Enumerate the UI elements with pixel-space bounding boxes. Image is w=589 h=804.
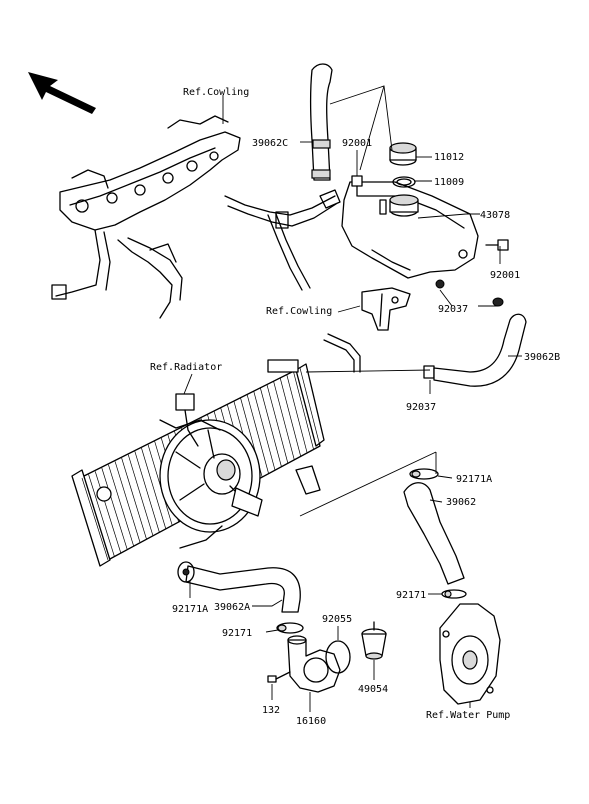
clamp-92171A-right	[409, 468, 439, 480]
cap-seal-ring	[392, 176, 416, 188]
reservoir-cap	[389, 142, 417, 166]
front-direction-arrow	[28, 72, 96, 114]
label-39062A: 39062A	[214, 602, 250, 613]
label-92037-lower: 92037	[406, 402, 436, 413]
clamp-92037-upper	[435, 279, 504, 307]
fan-wire-connector	[175, 393, 199, 447]
bolt-92001-right	[485, 239, 509, 251]
leader-lines	[183, 85, 522, 712]
label-39062B: 39062B	[524, 352, 560, 363]
label-92171-left: 92171	[222, 628, 252, 639]
water-pump-cover	[439, 603, 501, 705]
thermostat-housing	[287, 635, 341, 693]
label-ref-cowling-top: Ref.Cowling	[183, 87, 249, 98]
radiator-fan	[159, 419, 263, 549]
label-132: 132	[262, 705, 280, 716]
label-49054: 49054	[358, 684, 388, 695]
clamp-92171-left	[276, 622, 304, 634]
breather-pipe	[323, 333, 361, 373]
bolt-132	[267, 671, 291, 683]
label-92171A-left: 92171A	[172, 604, 208, 615]
label-92171-right: 92171	[396, 590, 426, 601]
label-ref-cowling-mid: Ref.Cowling	[266, 306, 332, 317]
tank-bracket	[361, 287, 411, 331]
o-ring-92055	[325, 640, 351, 674]
label-92171A-right: 92171A	[456, 474, 492, 485]
label-92037-upper: 92037	[438, 304, 468, 315]
hose-39062A	[185, 565, 301, 613]
label-92001-top: 92001	[342, 138, 372, 149]
bolt-92001-top	[351, 175, 363, 197]
hose-39062	[403, 482, 465, 585]
label-92055: 92055	[322, 614, 352, 625]
label-39062: 39062	[446, 497, 476, 508]
label-43078: 43078	[480, 210, 510, 221]
label-92001-right: 92001	[490, 270, 520, 281]
label-16160: 16160	[296, 716, 326, 727]
label-11009: 11009	[434, 177, 464, 188]
hose-39062C	[309, 63, 333, 181]
clamp-92037-lower	[423, 365, 435, 379]
hose-39062B	[433, 313, 527, 387]
label-ref-radiator: Ref.Radiator	[150, 362, 222, 373]
clamp-92171A-left	[177, 561, 195, 583]
label-ref-water-pump: Ref.Water Pump	[426, 710, 510, 721]
thermostat	[361, 621, 387, 660]
clamp-92171-right	[441, 589, 467, 599]
label-11012: 11012	[434, 152, 464, 163]
frame-bracket	[51, 115, 341, 319]
label-39062C: 39062C	[252, 138, 288, 149]
reserve-tank	[341, 181, 479, 279]
